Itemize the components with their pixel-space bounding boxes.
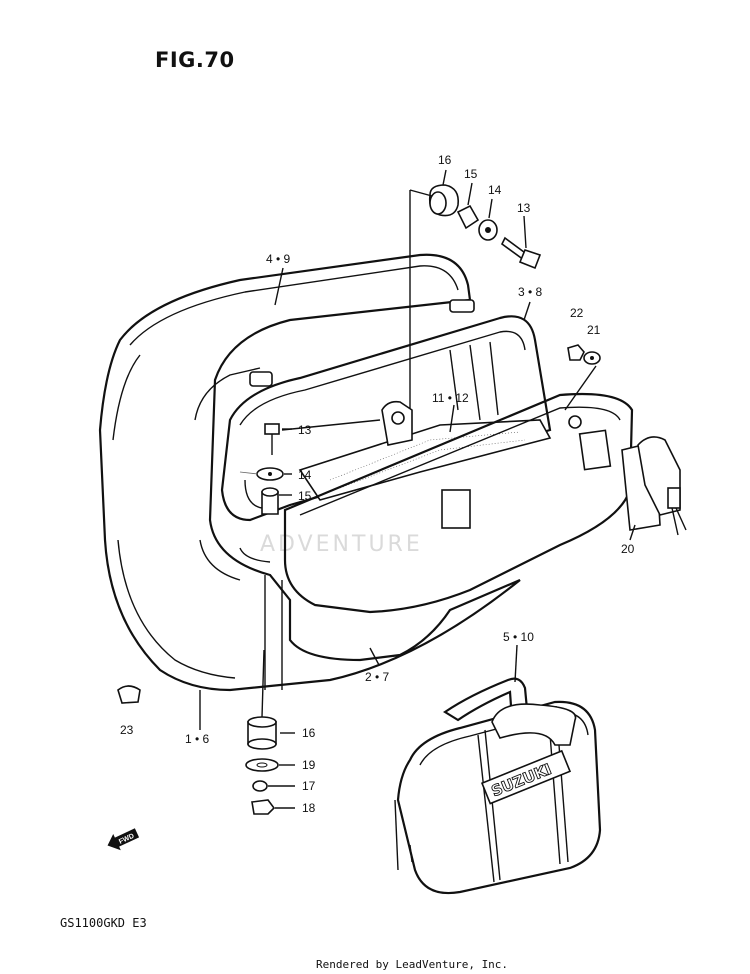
callout-5-10: 5 • 10 [503,630,534,644]
callout-16-bottom: 16 [302,726,316,740]
callout-1-6: 1 • 6 [185,732,210,746]
callout-20: 20 [621,542,635,556]
callout-14-top: 14 [488,183,502,197]
callout-3-8: 3 • 8 [518,285,543,299]
leader-lines [199,169,636,809]
inner-pad [298,419,552,501]
render-credit: Rendered by LeadVenture, Inc. [316,958,509,971]
watermark: ADVENTURE [260,532,423,557]
mount-bracket [381,400,413,446]
callout-18: 18 [302,801,316,815]
model-code: GS1100GKD E3 [60,916,147,930]
duffel-bag: SUZUKI [394,677,602,895]
callout-labels: 16 15 14 13 4 • 9 3 • 8 22 21 11 • 12 13… [120,153,635,815]
callout-14-left: 14 [298,468,312,482]
top-hardware [409,184,542,420]
callout-16-top: 16 [438,153,452,167]
callout-13-top: 13 [517,201,531,215]
figure-title: FIG.70 [155,48,235,72]
callout-11-12: 11 • 12 [432,391,469,405]
saddlebag-lid [283,392,634,614]
callout-19: 19 [302,758,316,772]
callout-23: 23 [120,723,134,737]
callout-17: 17 [302,779,316,793]
lock-assembly [621,436,687,536]
callout-2-7: 2 • 7 [365,670,390,684]
bottom-hardware [117,649,279,815]
callout-13-left: 13 [298,423,312,437]
callout-15-top: 15 [464,167,478,181]
saddlebag-shell-left [98,253,521,692]
callout-21: 21 [587,323,601,337]
saddlebag-liner [220,299,552,522]
suzuki-brand-text: SUZUKI [489,760,554,800]
left-hardware [239,419,381,515]
callout-4-9: 4 • 9 [266,252,291,266]
nut-washer-22-21 [564,344,601,411]
fwd-label: FWD [118,833,135,846]
callout-15-left: 15 [298,489,312,503]
callout-22: 22 [570,306,584,320]
fwd-arrow: FWD [107,828,140,851]
